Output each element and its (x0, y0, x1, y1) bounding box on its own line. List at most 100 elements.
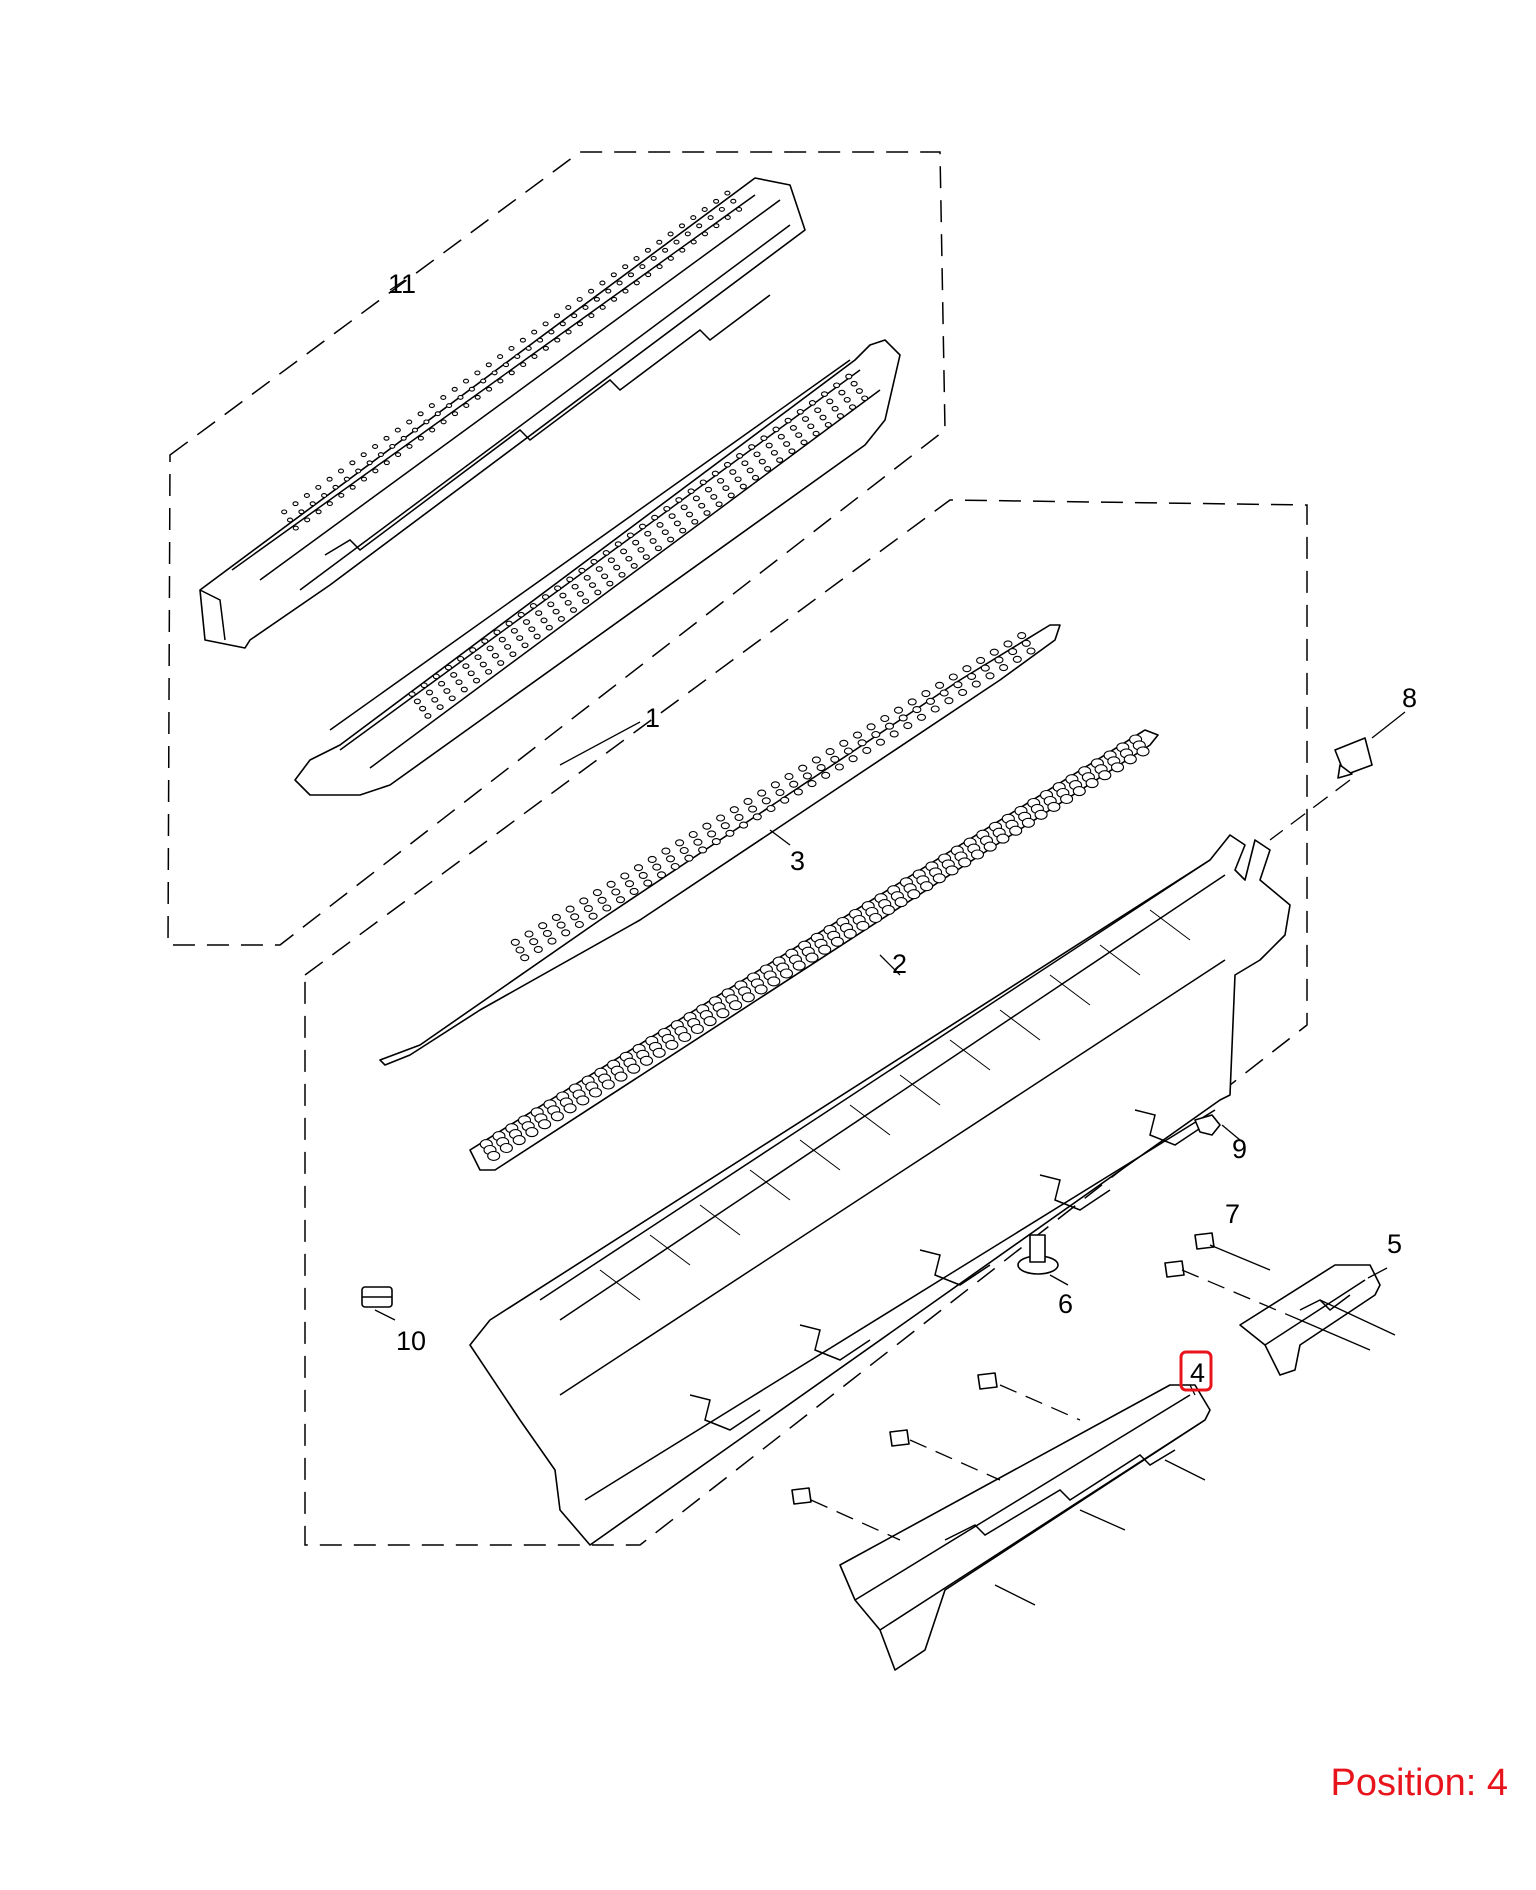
perforation-hole (578, 567, 586, 574)
perforation-hole (522, 619, 531, 625)
perforation-hole (569, 607, 578, 613)
perforation-hole (711, 838, 721, 846)
perforation-hole (432, 673, 440, 680)
perforation-hole (825, 748, 835, 756)
callout-6: 6 (1058, 1289, 1073, 1319)
perforation-hole (615, 896, 626, 904)
perforation-hole (545, 624, 553, 631)
perforation-hole (702, 822, 712, 830)
perforation-hole (652, 863, 662, 871)
perforation-hole (932, 873, 946, 884)
perforation-hole (808, 400, 816, 406)
callout-10: 10 (396, 1326, 426, 1356)
perforation-hole (711, 470, 719, 477)
perforation-hole (665, 1039, 679, 1050)
perforation-hole (298, 509, 305, 515)
perforation-hole (1012, 655, 1022, 663)
perforation-hole (751, 474, 760, 481)
perforation-hole (595, 566, 603, 572)
perforation-hole (508, 370, 515, 376)
perforation-hole (691, 518, 699, 525)
position-label: Position: 4 (1330, 1762, 1508, 1804)
perforation-hole (690, 215, 697, 221)
perforation-hole (654, 545, 662, 552)
perforation-hole (561, 929, 571, 937)
perforation-hole (789, 425, 797, 431)
perforation-hole (533, 945, 543, 953)
perforation-hole (861, 395, 869, 402)
perforation-hole (497, 660, 505, 666)
perforation-hole (417, 435, 424, 441)
perforation-hole (455, 679, 463, 686)
perforation-hole (582, 598, 590, 605)
perforation-hole (592, 889, 602, 897)
perforation-hole (326, 476, 333, 482)
perforation-hole (383, 435, 390, 441)
perforation-hole (315, 484, 322, 490)
perforation-hole (602, 550, 610, 556)
perforation-hole (576, 1095, 590, 1106)
perforation-hole (884, 722, 895, 730)
perforation-hole (725, 829, 735, 837)
perforation-hole (805, 952, 819, 963)
perforation-hole (685, 511, 694, 518)
perforation-hole (907, 698, 917, 706)
perforation-hole (679, 527, 687, 534)
perforation-hole (812, 430, 820, 437)
perforation-hole (529, 603, 537, 609)
perforation-hole (935, 681, 945, 689)
callout-11: 11 (388, 269, 416, 299)
perforation-hole (948, 673, 958, 681)
perforation-hole (818, 944, 832, 955)
perforation-hole (553, 313, 561, 319)
perforation-hole (777, 433, 785, 440)
perforation-hole (831, 405, 839, 412)
perforation-hole (554, 337, 561, 343)
perforation-hole (564, 599, 572, 606)
perforation-hole (625, 555, 633, 562)
perforation-hole (958, 688, 968, 696)
perforation-hole (579, 897, 589, 905)
perforation-hole (400, 435, 407, 441)
perforation-hole (486, 645, 494, 652)
perforation-hole (713, 223, 720, 229)
perforation-hole (467, 670, 475, 677)
perforation-hole (360, 452, 367, 458)
perforation-hole (989, 648, 999, 656)
perforation-hole (848, 755, 858, 763)
part-8-bolt (1334, 737, 1373, 779)
perforation-hole (776, 457, 784, 463)
perforation-hole (565, 905, 575, 913)
perforation-hole (493, 629, 501, 636)
perforation-hole (514, 354, 521, 359)
perforation-hole (945, 865, 959, 876)
perforation-hole (898, 714, 908, 722)
perforation-hole (588, 313, 595, 319)
perforation-hole (775, 788, 785, 797)
perforation-hole (638, 871, 648, 879)
perforation-hole (633, 280, 640, 286)
perforation-hole (696, 223, 703, 229)
perforation-hole (850, 380, 858, 387)
perforation-hole (633, 256, 640, 261)
perforation-hole (650, 255, 657, 261)
perforation-hole (593, 296, 600, 302)
perforation-hole (394, 427, 401, 433)
perforation-hole (690, 239, 697, 245)
perforation-hole (983, 841, 997, 852)
callout-8: 8 (1402, 683, 1417, 713)
perforation-hole (693, 838, 703, 846)
part-2-pad-strip (469, 729, 1159, 1171)
perforation-hole (576, 591, 584, 597)
perforation-hole (413, 698, 421, 705)
perforation-hole (857, 739, 867, 747)
perforation-hole (438, 680, 446, 687)
perforation-hole (1060, 793, 1074, 805)
part-11-step-pad (199, 177, 806, 649)
perforation-hole (767, 976, 781, 987)
callout-4: 4 (1190, 1358, 1205, 1388)
perforation-hole (559, 321, 566, 327)
perforation-hole (980, 664, 990, 672)
callout-3: 3 (790, 846, 805, 876)
perforation-hole (1136, 746, 1150, 757)
